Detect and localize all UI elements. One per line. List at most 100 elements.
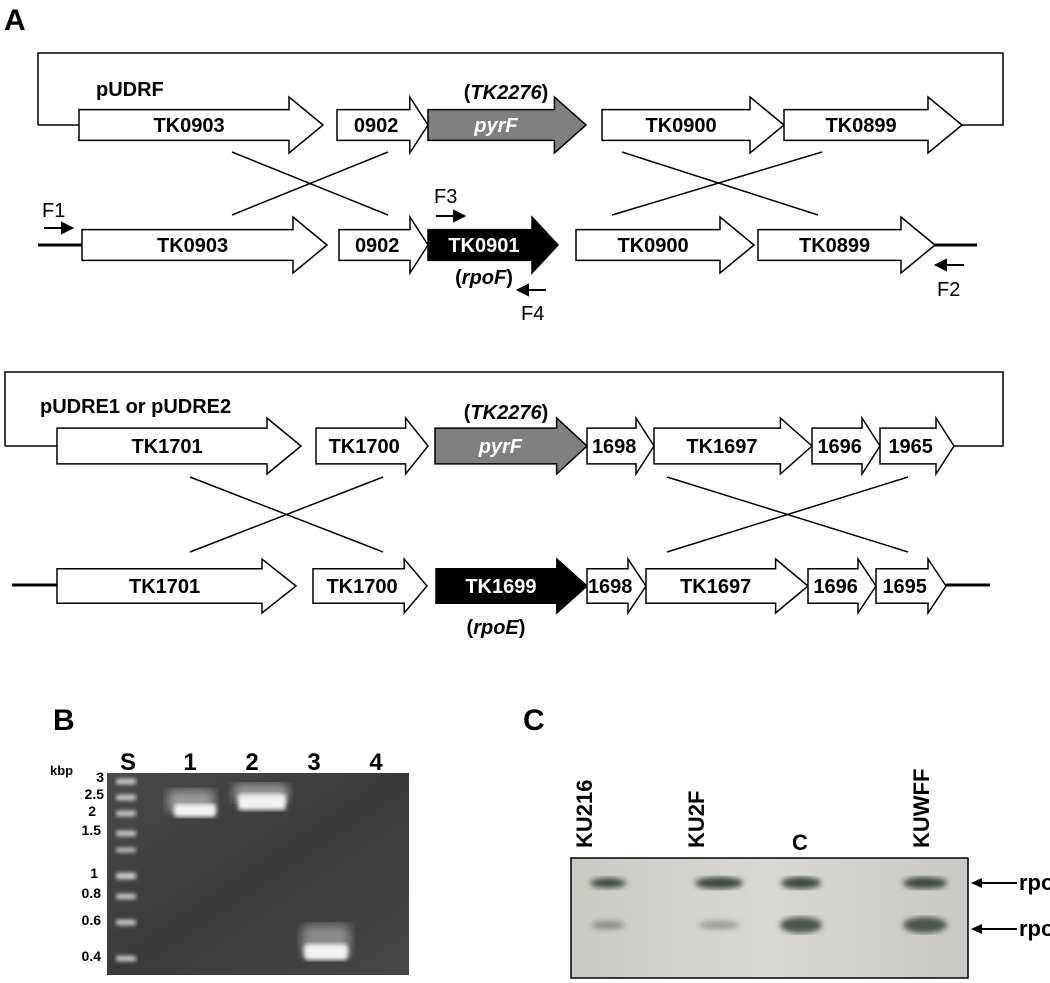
gene-label: TK0903	[154, 115, 225, 137]
crossover-line	[666, 476, 909, 553]
gene-label: TK1699	[465, 576, 536, 598]
plasmid2-name: pUDRE1 or pUDRE2	[40, 396, 231, 418]
ladder-size-label: 2	[88, 803, 96, 819]
gel-lane-labels: S 1 2 3 4	[120, 749, 383, 776]
blot-band-rpoE	[590, 878, 626, 888]
gene-label: 0902	[355, 235, 400, 257]
gene-label: TK0899	[799, 235, 870, 257]
panel-b-label: B	[53, 704, 75, 737]
blot-band-rpoE	[781, 877, 821, 889]
gene-arrow	[601, 95, 786, 155]
gene-arrow	[312, 556, 428, 616]
primer-f2-label: F2	[937, 279, 960, 301]
gel-lane-label: 1	[183, 749, 196, 776]
ladder-bands	[116, 779, 136, 961]
gene-label: TK1700	[326, 576, 397, 598]
gene-arrow	[56, 416, 303, 476]
primer-f3-arrow	[436, 209, 467, 223]
gene-arrow	[56, 557, 298, 615]
gene-arrow	[427, 95, 588, 155]
gene-label: TK0899	[826, 115, 897, 137]
gene-label: 0902	[354, 115, 399, 137]
plasmid1-bracket	[37, 52, 1004, 126]
gene-arrow	[315, 415, 429, 477]
primer-f3-label: F3	[434, 186, 457, 208]
gene-label: 1695	[882, 576, 927, 598]
gel-ladder-labels: 3 2.5 2 1.5 1 0.8 0.6 0.4	[82, 769, 105, 964]
rpoF-bands	[591, 917, 947, 933]
gene-arrow	[586, 556, 647, 616]
plasmid1-insert-label: (TK2276)	[464, 82, 549, 104]
ladder-band	[116, 795, 136, 800]
gene-label: TK1700	[329, 436, 400, 458]
gene-label: TK1697	[686, 436, 757, 458]
genome1-sub-label: (rpoF)	[455, 267, 513, 289]
rpoE-pointer-head	[971, 878, 982, 888]
gene-arrow	[645, 557, 810, 615]
gene-arrow	[78, 95, 325, 155]
gene-label: 1696	[817, 436, 862, 458]
crossover-line	[189, 476, 384, 553]
gene-arrow	[807, 556, 877, 616]
blot-band-rpoF	[699, 921, 739, 929]
plasmid2-gene-row: TK1701 TK1700 pyrF 1698 TK1697 1696 1965	[56, 415, 955, 477]
blot-lane-label: C	[792, 830, 808, 855]
ladder-band	[116, 779, 136, 784]
primer-f1-arrow	[44, 221, 75, 235]
ladder-size-label: 0.6	[82, 912, 102, 928]
gene-arrow	[427, 215, 560, 275]
plasmid1-name: pUDRF	[96, 79, 164, 101]
blot-membrane	[570, 857, 969, 979]
gene-label: 1698	[588, 576, 633, 598]
crossover-line	[621, 151, 819, 216]
band-label-rpoF: rpoF	[1019, 916, 1050, 941]
rpoF-pointer-head	[971, 924, 982, 934]
gene-label: 1696	[813, 576, 858, 598]
ladder-band	[116, 920, 136, 925]
ladder-band	[116, 873, 136, 879]
gel-lane-label: S	[120, 749, 136, 776]
lane1-band	[174, 804, 216, 817]
agarose-gel	[107, 773, 409, 975]
plasmid2-bracket	[4, 371, 1004, 447]
ladder-size-label: 1.5	[82, 822, 102, 838]
ladder-band	[116, 848, 136, 852]
gene-arrow	[81, 215, 329, 275]
primer-f4-label: F4	[521, 303, 544, 325]
gel-unit-label: kbp	[50, 763, 73, 778]
blot-band-rpoF	[780, 917, 822, 933]
gene-label: pyrF	[473, 115, 518, 137]
blot-lane-label: KU216	[572, 780, 597, 848]
gel-lane-label: 3	[307, 749, 320, 776]
gene-label: TK0901	[448, 235, 519, 257]
gene-arrow	[336, 94, 429, 156]
gene-label: TK1697	[680, 576, 751, 598]
gene-label: 1965	[888, 436, 933, 458]
blot-band-rpoE	[903, 877, 947, 889]
gene-label: TK0900	[618, 235, 689, 257]
gene-arrow	[575, 215, 756, 275]
gene-label: TK1701	[129, 576, 200, 598]
gene-label: 1698	[592, 436, 637, 458]
ladder-size-label: 2.5	[85, 786, 105, 802]
gel-lane-label: 4	[369, 749, 383, 776]
primer-f1-label: F1	[42, 200, 65, 222]
genome2-sub-label: (rpoE)	[467, 617, 526, 639]
ladder-band	[116, 811, 136, 816]
gene-label: TK1701	[132, 436, 203, 458]
gene-arrow	[757, 215, 937, 275]
ladder-band	[116, 956, 136, 961]
panel-a-label: A	[4, 4, 26, 37]
gene-arrow	[434, 416, 589, 476]
gene-arrow	[653, 416, 814, 476]
blot-band-rpoE	[695, 877, 743, 889]
genome2-gene-row: TK1701 TK1700 TK1699 1698 TK1697 1696 1695	[56, 556, 947, 616]
gene-arrow	[783, 95, 964, 155]
gene-label: TK0900	[646, 115, 717, 137]
rpoE-bands	[590, 877, 947, 889]
gene-label: pyrF	[478, 436, 523, 458]
blot-lane-label: KUWFF	[909, 769, 934, 848]
blot-band-rpoF	[903, 917, 947, 933]
